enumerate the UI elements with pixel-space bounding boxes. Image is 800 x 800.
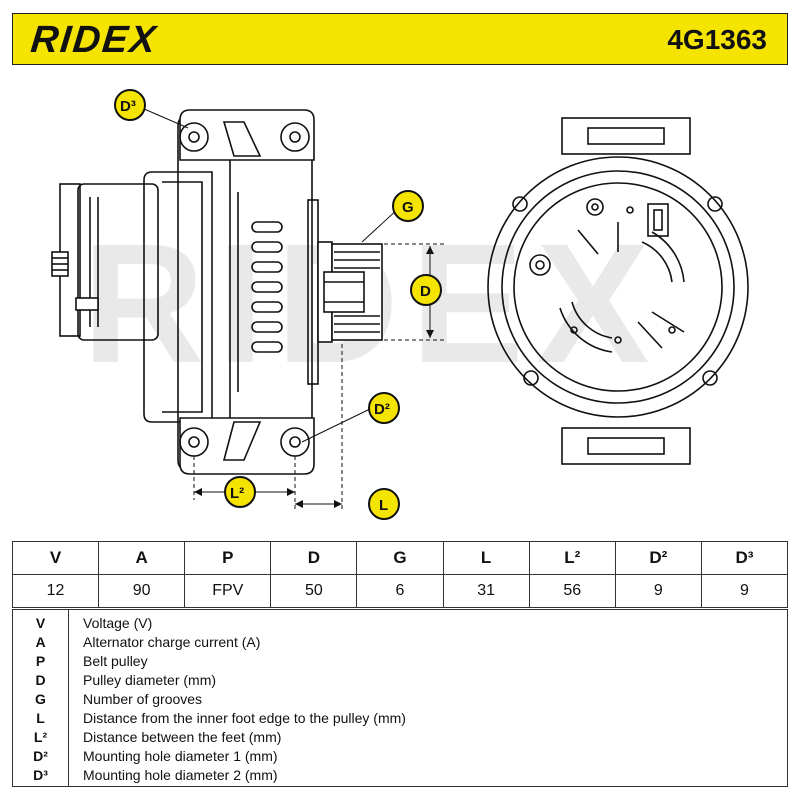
legend-desc: Mounting hole diameter 1 (mm) [83,748,278,764]
legend-key: L [36,710,45,726]
legend-key: P [35,653,46,669]
legend-desc: Distance from the inner foot edge to the… [83,710,406,726]
legend-key: L² [33,729,48,745]
spec-header-v: V [11,541,100,575]
spec-value-l: 31 [442,574,530,608]
badge-d2-label: D² [374,401,390,418]
legend-key: D² [33,748,48,764]
rear-view [487,117,749,465]
legend-row-p: P Belt pulley [13,652,789,670]
legend-desc: Pulley diameter (mm) [83,672,217,688]
legend-key: G [35,691,46,707]
legend-row-d2: D² Mounting hole diameter 1 (mm) [13,747,789,765]
badge-d3-label: D³ [120,98,136,115]
spec-value-v: 12 [11,574,100,608]
spec-table: V A P D G L L² D² D³ 12 90 FPV 50 6 31 5… [11,541,789,608]
badge-d3 [114,89,146,121]
legend-row-d: D Pulley diameter (mm) [13,671,789,689]
spec-value-g: 6 [356,574,444,608]
legend-box: V Voltage (V) A Alternator charge curren… [12,609,788,787]
spec-value-d3: 9 [700,574,789,608]
legend-row-g: G Number of grooves [13,690,789,708]
legend-key: D³ [33,767,48,783]
spec-value-a: 90 [98,574,186,608]
spec-value-d2: 9 [614,574,702,608]
dimension-badges: D³ G D D² L² L [114,89,442,520]
header-bar: RIDEX 4G1363 [12,13,788,65]
rear-terminal-bolt [529,254,551,276]
spec-value-p: FPV [184,574,272,608]
alternator-drawing: RIDEX [12,72,788,532]
spec-value-d: 50 [270,574,358,608]
brand-logo: RIDEX [28,19,160,61]
spec-header-row: V A P D G L L² D² D³ [11,541,789,575]
rear-connector [647,203,669,237]
badge-l2 [224,476,256,508]
spec-header-a: A [98,541,186,575]
technical-drawing-svg: RIDEX [51,89,749,520]
rear-housing-outer [487,156,749,418]
spec-header-d: D [270,541,358,575]
legend-desc: Belt pulley [83,653,148,669]
spec-header-d2: D² [614,541,702,575]
badge-d [410,274,442,306]
spec-header-d3: D³ [700,541,789,575]
pulley [317,241,383,343]
legend-desc: Distance between the feet (mm) [83,729,282,745]
vent-slots [251,221,283,353]
badge-l-label: L [379,497,388,514]
badge-g-label: G [402,199,414,216]
bottom-mounting-ear [179,417,315,475]
legend-desc: Number of grooves [83,691,203,707]
legend-key: D [35,672,46,688]
legend-key: A [35,634,46,650]
rear-cap [77,183,159,341]
legend-key: V [35,615,46,631]
legend-desc: Mounting hole diameter 2 (mm) [83,767,278,783]
legend-row-d3: D³ Mounting hole diameter 2 (mm) [13,766,789,784]
legend-row-v: V Voltage (V) [13,614,789,632]
spec-value-l2: 56 [528,574,616,608]
badge-l [368,488,400,520]
legend-row-a: A Alternator charge current (A) [13,633,789,651]
legend-desc: Voltage (V) [83,615,153,631]
legend-row-l2: L² Distance between the feet (mm) [13,728,789,746]
legend-divider [68,610,69,786]
top-mounting-ear [179,109,315,161]
part-number: 4G1363 [667,24,767,55]
side-view [51,109,383,475]
top-hole-right [280,122,310,152]
badge-g [392,190,424,222]
rear-top-foot [561,117,691,155]
spec-header-l2: L² [528,541,616,575]
top-hole-left [179,122,209,152]
legend-desc: Alternator charge current (A) [83,634,261,650]
badge-d-label: D [420,283,431,300]
spec-header-l: L [442,541,530,575]
rear-bottom-foot [561,427,691,465]
spec-header-g: G [356,541,444,575]
spec-value-row: 12 90 FPV 50 6 31 56 9 9 [11,574,789,608]
rear-housing-inner [513,182,723,392]
badge-l2-label: L² [230,485,244,502]
spec-header-p: P [184,541,272,575]
rear-housing [143,171,213,423]
legend-row-l: L Distance from the inner foot edge to t… [13,709,789,727]
badge-d2 [368,392,400,424]
